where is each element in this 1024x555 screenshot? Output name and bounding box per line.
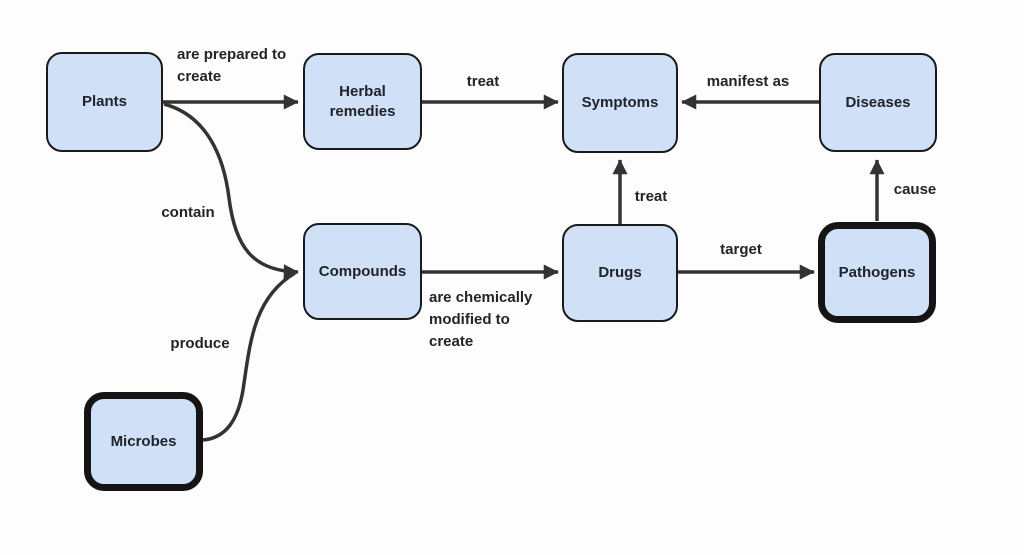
- edge-label-manifest-as: manifest as: [706, 73, 790, 90]
- edge-label-treat-drugs: treat: [634, 188, 668, 205]
- edge-plants-compounds: [163, 102, 299, 280]
- node-microbes: Microbes: [84, 392, 203, 491]
- node-symptoms-label: Symptoms: [581, 94, 659, 112]
- edge-label-contain: contain: [161, 204, 215, 221]
- node-herbal-remedies: Herbal remedies: [303, 53, 422, 150]
- edge-microbes-compounds: [202, 271, 296, 442]
- node-drugs: Drugs: [562, 224, 678, 322]
- node-pathogens: Pathogens: [818, 222, 936, 323]
- edge-label-cause: cause: [893, 181, 937, 198]
- edge-label-treat-herbal: treat: [466, 73, 500, 90]
- edge-label-are-chemically-modified-to-create: are chemically modified to create: [429, 289, 533, 351]
- edge-label-are-prepared-to-create: are prepared to create: [177, 46, 287, 86]
- node-diseases-label: Diseases: [845, 93, 911, 111]
- edge-label-produce: produce: [170, 335, 230, 352]
- edge-label-target: target: [720, 241, 762, 258]
- node-plants: Plants: [46, 52, 163, 152]
- node-symptoms: Symptoms: [562, 53, 678, 153]
- node-herbal-remedies-label: Herbal remedies: [329, 83, 396, 120]
- node-compounds: Compounds: [303, 223, 422, 320]
- node-compounds-label: Compounds: [318, 262, 407, 280]
- node-diseases: Diseases: [819, 53, 937, 152]
- node-pathogens-label: Pathogens: [838, 263, 916, 281]
- node-plants-label: Plants: [81, 93, 127, 111]
- node-drugs-label: Drugs: [598, 264, 642, 282]
- node-microbes-label: Microbes: [110, 432, 177, 450]
